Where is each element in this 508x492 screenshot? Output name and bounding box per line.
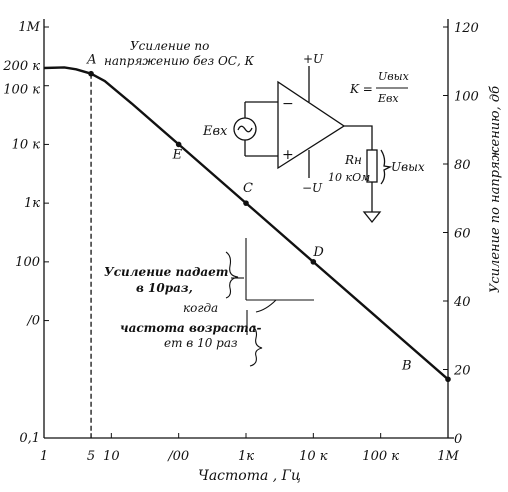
axes <box>43 19 454 439</box>
point-label-c: C <box>243 181 253 196</box>
right-tick-label: 40 <box>453 295 471 310</box>
output-brace <box>380 149 393 185</box>
left-tick-label: 200 к <box>2 59 40 74</box>
x-tick-label: 1М <box>437 449 459 464</box>
left-tick-label: 1к <box>24 196 40 211</box>
right-tick-label: 80 <box>454 158 471 173</box>
annotation-drop-line1: Усиление падает <box>104 265 228 279</box>
gain-formula-numerator: Uвых <box>378 70 410 83</box>
tick-labels: 1 5 10/00 1к 10 к 100 к 1М 0,1/0 100 1к 10 к 100 к 2… <box>2 20 479 464</box>
series <box>43 66 449 438</box>
gain-formula-denominator: Eвх <box>377 92 399 105</box>
right-tick-label: 100 <box>454 90 479 105</box>
ground-symbol <box>362 211 382 224</box>
opamp-circuit <box>233 66 393 224</box>
left-tick-label: 100 к <box>3 83 40 98</box>
annotations <box>225 238 314 367</box>
annotation-when: когда <box>183 301 218 315</box>
right-tick-label: 0 <box>454 432 462 447</box>
output-wire <box>344 125 373 150</box>
left-tick-label: /0 <box>25 314 40 329</box>
annotation-brace-2 <box>249 325 263 367</box>
point-b <box>445 376 451 383</box>
point-c <box>243 200 249 206</box>
points: A E C D B <box>86 53 451 383</box>
right-tick-label: 60 <box>454 227 471 242</box>
x-axis-title: Частота , Гц <box>198 468 301 484</box>
x-tick-label: 1 <box>40 449 48 464</box>
plus-supply-label: +U <box>303 52 324 66</box>
x-tick-label: 10 к <box>299 449 328 464</box>
point-label-a: A <box>86 53 96 68</box>
opamp-minus-sign: − <box>282 96 294 112</box>
left-tick-label: 1М <box>18 20 40 35</box>
point-label-b: B <box>401 358 412 373</box>
output-label: Uвых <box>391 160 425 174</box>
source-wave <box>237 125 253 133</box>
point-label-e: E <box>172 147 183 162</box>
left-tick-label: 100 <box>15 255 40 270</box>
left-tick-label: 10 к <box>12 137 41 152</box>
x-tick-label: 1к <box>238 449 254 464</box>
annotation-freq-line1: частота возраста- <box>120 321 262 335</box>
right-tick-label: 20 <box>453 364 471 379</box>
point-label-d: D <box>312 245 324 260</box>
gain-formula-lhs: K = <box>349 82 373 96</box>
opamp-plus-sign: + <box>282 147 294 163</box>
x-tick-label: 100 к <box>362 449 399 464</box>
annotation-freq-line2: ет в 10 раз <box>164 336 238 350</box>
annotation-open-loop-line1: Усиление по <box>130 39 209 53</box>
annotation-open-loop-line2: напряжению без ОС, К <box>104 54 255 68</box>
point-d <box>310 259 317 265</box>
point-a <box>88 70 94 77</box>
x-tick-label: /00 <box>166 449 189 464</box>
load-label: Rн <box>344 153 362 167</box>
left-tick-label: 0,1 <box>19 431 40 446</box>
source-label: Eвх <box>202 124 228 139</box>
minus-supply-label: −U <box>302 181 323 195</box>
load-value-label: 10 кОм <box>328 171 370 184</box>
opamp-triangle <box>277 80 346 170</box>
annotation-drop-line2: в 10раз, <box>136 281 193 295</box>
open-loop-gain-curve <box>43 66 449 381</box>
annotation-brace-1 <box>225 251 239 299</box>
point-e <box>175 141 182 148</box>
source-symbol <box>233 117 257 141</box>
right-tick-label: 120 <box>454 21 479 36</box>
x-tick-label: 5 <box>87 449 95 464</box>
x-tick-label: 10 <box>103 449 120 464</box>
right-axis-title: Усиление по напряжению, дб <box>488 86 503 293</box>
annotation-arrow-2 <box>255 299 277 313</box>
